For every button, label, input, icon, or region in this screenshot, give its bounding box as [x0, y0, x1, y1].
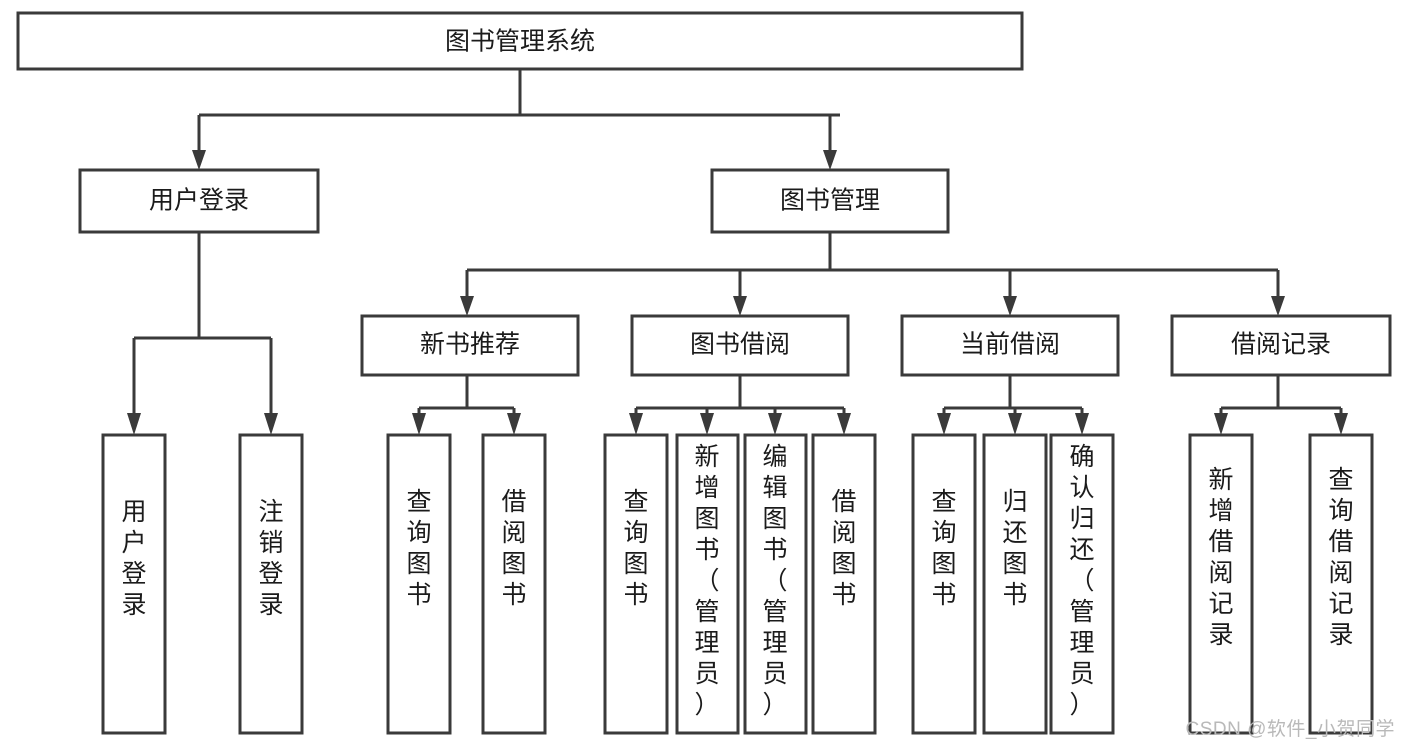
- node-current-borrow-box[interactable]: [900, 314, 1120, 377]
- arrow-borrow-to-leaf7: [837, 413, 851, 435]
- arrow-user-login-to-leaf0: [127, 413, 141, 435]
- node-leaf-search-book-3-box[interactable]: [911, 433, 977, 735]
- node-leaf-return-book-box[interactable]: [982, 433, 1048, 735]
- node-book-management-box[interactable]: [710, 168, 950, 234]
- arrow-borrow-to-leaf6: [768, 413, 782, 435]
- node-root-box[interactable]: [16, 11, 1024, 71]
- node-layer: 图书管理系统 用户登录 图书管理 新书推荐 图书借阅 当前借阅 借阅记录: [16, 11, 1392, 735]
- node-leaf-search-borrow-record[interactable]: 查询借阅记录: [1308, 433, 1374, 735]
- node-new-book-recommend-label: 新书推荐: [420, 331, 520, 359]
- node-leaf-user-login-box[interactable]: [101, 433, 167, 735]
- node-leaf-borrow-book-1[interactable]: 借阅图书: [481, 433, 547, 735]
- node-borrow-records[interactable]: 借阅记录: [1170, 314, 1392, 377]
- arrow-borrow-to-leaf5: [700, 413, 714, 435]
- node-leaf-search-book-3-label: 查询图书: [931, 488, 956, 609]
- node-leaf-search-book-2-label: 查询图书: [623, 488, 648, 609]
- arrow-new-books-to-leaf3: [507, 413, 521, 435]
- node-new-book-recommend-box[interactable]: [360, 314, 580, 377]
- node-borrow-records-label: 借阅记录: [1231, 331, 1331, 359]
- node-leaf-search-borrow-record-label: 查询借阅记录: [1328, 466, 1353, 649]
- arrow-current-to-leaf10: [1075, 413, 1089, 435]
- node-leaf-edit-book-admin-label: 编辑图书（管理员）: [762, 443, 787, 719]
- node-current-borrow-label: 当前借阅: [960, 331, 1060, 359]
- arrow-new-books-to-leaf2: [412, 413, 426, 435]
- arrow-root-to-book-mgmt: [823, 150, 837, 170]
- node-leaf-add-borrow-record-label: 新增借阅记录: [1208, 466, 1233, 649]
- csdn-watermark: CSDN @软件_小贺同学: [1185, 719, 1395, 740]
- arrow-user-login-to-leaf1: [264, 413, 278, 435]
- node-leaf-edit-book-admin-box[interactable]: [743, 433, 808, 735]
- arrow-root-to-user-login: [192, 150, 206, 170]
- node-leaf-search-borrow-record-box[interactable]: [1308, 433, 1374, 735]
- node-leaf-borrow-book-2[interactable]: 借阅图书: [811, 433, 877, 735]
- arrow-records-to-leaf12: [1334, 413, 1348, 435]
- node-leaf-logout-label: 注销登录: [258, 498, 283, 619]
- arrow-book-mgmt-to-new-books: [460, 296, 474, 316]
- node-book-management-label: 图书管理: [780, 187, 880, 215]
- arrow-book-mgmt-to-records: [1271, 296, 1285, 316]
- node-leaf-search-book-1[interactable]: 查询图书: [386, 433, 452, 735]
- node-leaf-search-book-1-label: 查询图书: [406, 488, 431, 609]
- node-leaf-add-book-admin-label: 新增图书（管理员）: [694, 443, 719, 719]
- node-book-borrow-label: 图书借阅: [690, 331, 790, 359]
- node-leaf-add-book-admin-box[interactable]: [675, 433, 740, 735]
- node-leaf-borrow-book-2-box[interactable]: [811, 433, 877, 735]
- node-user-login[interactable]: 用户登录: [78, 168, 320, 234]
- node-leaf-logout[interactable]: 注销登录: [238, 433, 304, 735]
- node-root-label: 图书管理系统: [445, 28, 595, 56]
- node-book-borrow-box[interactable]: [630, 314, 850, 377]
- node-new-book-recommend[interactable]: 新书推荐: [360, 314, 580, 377]
- node-leaf-add-borrow-record-box[interactable]: [1188, 433, 1254, 735]
- node-leaf-add-borrow-record[interactable]: 新增借阅记录: [1188, 433, 1254, 735]
- node-leaf-borrow-book-1-box[interactable]: [481, 433, 547, 735]
- node-leaf-return-book-label: 归还图书: [1002, 488, 1027, 609]
- node-leaf-edit-book-admin[interactable]: 编辑图书（管理员）: [743, 433, 808, 735]
- node-borrow-records-box[interactable]: [1170, 314, 1392, 377]
- node-leaf-logout-box[interactable]: [238, 433, 304, 735]
- node-user-login-box[interactable]: [78, 168, 320, 234]
- node-book-borrow[interactable]: 图书借阅: [630, 314, 850, 377]
- arrow-current-to-leaf8: [937, 413, 951, 435]
- node-book-management[interactable]: 图书管理: [710, 168, 950, 234]
- node-leaf-user-login-label: 用户登录: [121, 498, 146, 619]
- node-leaf-borrow-book-2-label: 借阅图书: [831, 488, 856, 609]
- node-leaf-borrow-book-1-label: 借阅图书: [501, 488, 526, 609]
- node-leaf-confirm-return-admin-label: 确认归还（管理员）: [1069, 443, 1094, 719]
- edge-layer: [127, 69, 1348, 435]
- node-current-borrow[interactable]: 当前借阅: [900, 314, 1120, 377]
- arrow-borrow-to-leaf4: [629, 413, 643, 435]
- arrow-book-mgmt-to-borrow: [733, 296, 747, 316]
- node-leaf-return-book[interactable]: 归还图书: [982, 433, 1048, 735]
- arrow-records-to-leaf11: [1214, 413, 1228, 435]
- node-user-login-label: 用户登录: [149, 187, 249, 215]
- node-leaf-confirm-return-admin[interactable]: 确认归还（管理员）: [1049, 433, 1115, 735]
- node-leaf-search-book-1-box[interactable]: [386, 433, 452, 735]
- node-leaf-add-book-admin[interactable]: 新增图书（管理员）: [675, 433, 740, 735]
- node-leaf-search-book-3[interactable]: 查询图书: [911, 433, 977, 735]
- arrow-current-to-leaf9: [1008, 413, 1022, 435]
- node-leaf-user-login[interactable]: 用户登录: [101, 433, 167, 735]
- node-leaf-search-book-2[interactable]: 查询图书: [603, 433, 669, 735]
- arrow-book-mgmt-to-current: [1003, 296, 1017, 316]
- node-leaf-confirm-return-admin-box[interactable]: [1049, 433, 1115, 735]
- node-leaf-search-book-2-box[interactable]: [603, 433, 669, 735]
- node-root[interactable]: 图书管理系统: [16, 11, 1024, 71]
